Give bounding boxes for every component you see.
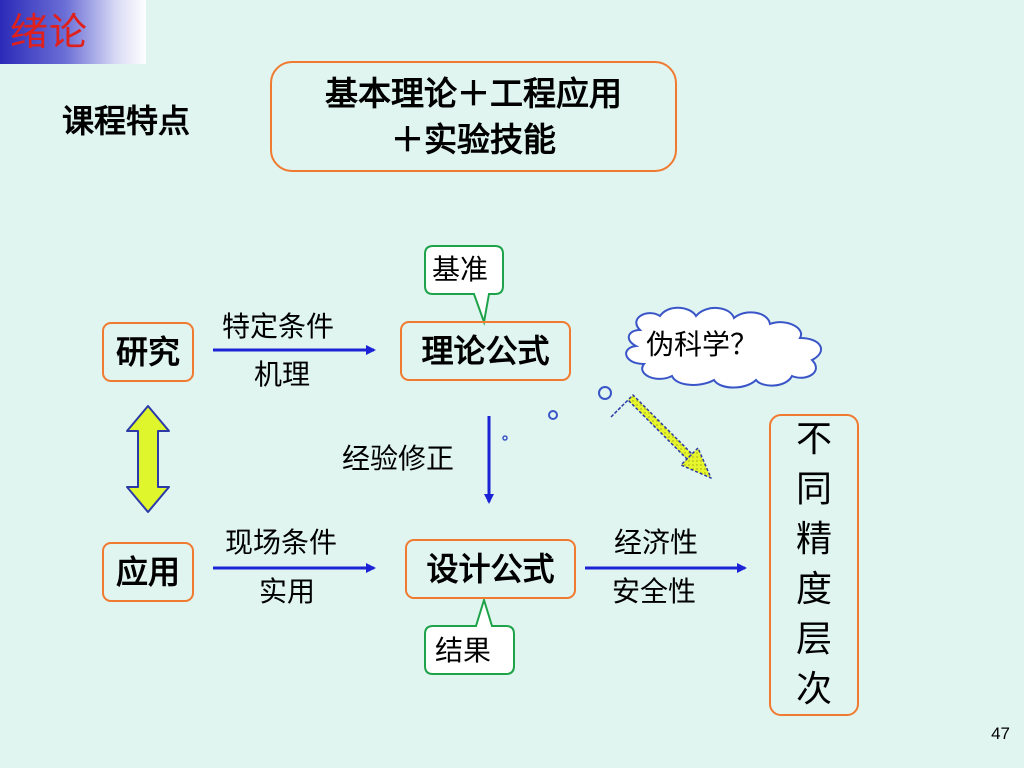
- levels-char: 次: [795, 669, 832, 710]
- thought-bubble-medium: [548, 410, 558, 420]
- summary-box: 基本理论＋工程应用 ＋实验技能: [270, 61, 677, 172]
- label-practical: 实用: [259, 575, 316, 608]
- label-field-conditions: 现场条件: [225, 526, 338, 559]
- callout-pseudoscience-text: 伪科学？: [646, 328, 759, 361]
- benchmark-callout-box: [424, 245, 504, 326]
- result-callout-box: [424, 596, 515, 675]
- label-specific-conditions: 特定条件: [222, 310, 335, 343]
- thought-bubble-small: [502, 435, 508, 441]
- thought-bubble-large: [598, 386, 612, 400]
- pseudoscience-cloud: [625, 306, 823, 389]
- summary-line-2: ＋实验技能: [391, 119, 556, 159]
- section-title: 绪论: [10, 10, 89, 54]
- label-economy: 经济性: [614, 526, 699, 559]
- summary-line-1: 基本理论＋工程应用: [325, 73, 622, 113]
- callout-benchmark-text: 基准: [432, 253, 489, 286]
- levels-char: 不: [795, 419, 832, 460]
- double-arrow-research-application: [126, 405, 170, 513]
- levels-char: 层: [795, 619, 832, 660]
- corner-banner: [0, 0, 146, 64]
- levels-char: 度: [795, 569, 832, 610]
- node-design-formula: 设计公式: [405, 539, 576, 599]
- callout-result-text: 结果: [435, 634, 492, 667]
- label-safety: 安全性: [612, 575, 697, 608]
- node-theory-formula: 理论公式: [400, 321, 571, 381]
- label-empirical-correction: 经验修正: [342, 442, 455, 475]
- course-features-label: 课程特点: [62, 102, 191, 140]
- label-mechanism: 机理: [254, 358, 311, 391]
- node-application: 应用: [102, 542, 194, 602]
- highlight-arrow-to-levels: [610, 394, 712, 479]
- node-research: 研究: [102, 322, 194, 382]
- page-number: 47: [991, 724, 1010, 743]
- levels-char: 精: [795, 519, 832, 560]
- levels-char: 同: [795, 469, 832, 510]
- precision-levels-box: 不同精度层次: [769, 414, 859, 716]
